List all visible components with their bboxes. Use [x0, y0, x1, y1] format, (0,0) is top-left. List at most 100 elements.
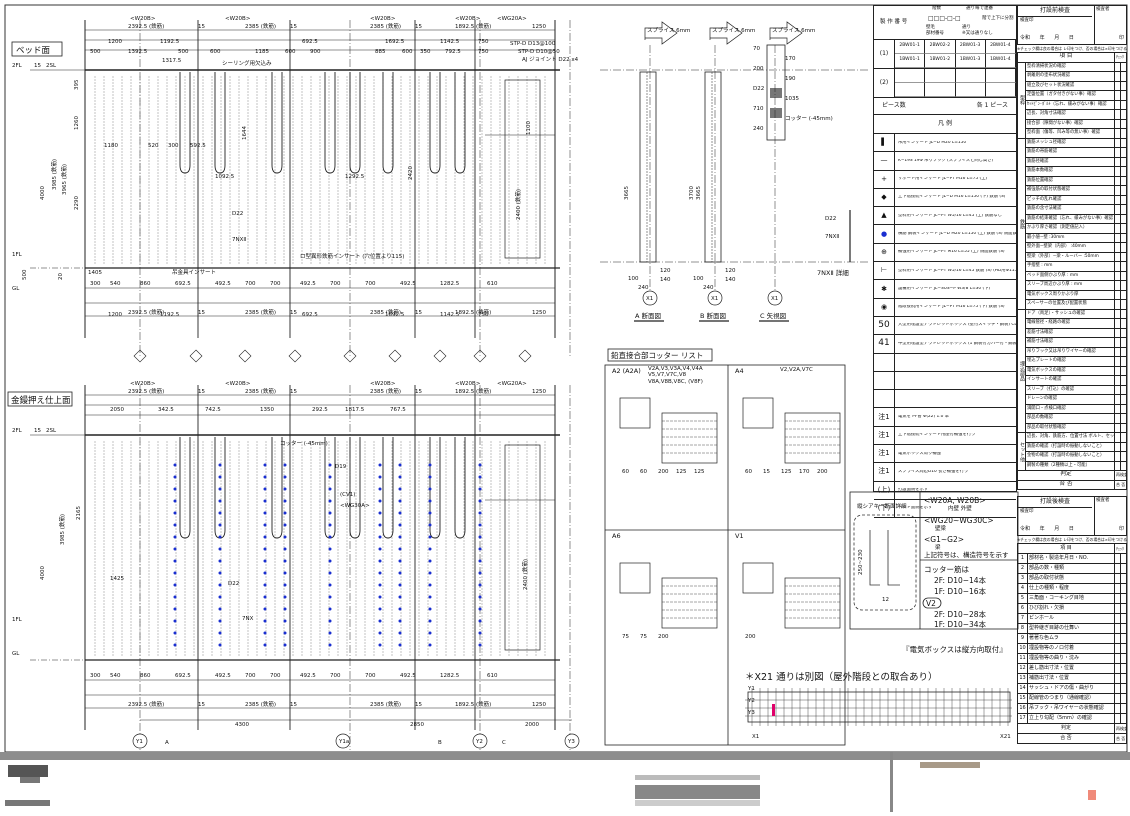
insert-marker — [173, 499, 177, 503]
table-row: 最小値−壁 :30mm — [1018, 232, 1127, 243]
check-box[interactable] — [1120, 451, 1127, 462]
check-box[interactable] — [1120, 118, 1127, 129]
check-box[interactable] — [1120, 356, 1127, 367]
check-box[interactable] — [1120, 90, 1127, 101]
code-format: □□□-□-□ — [928, 15, 961, 22]
redacted-block — [635, 775, 760, 780]
cotter-dimension: 125 — [781, 469, 792, 475]
reinspection-value[interactable]: 合 否 — [1114, 733, 1127, 744]
plan-note: 吊金具インサート — [172, 268, 216, 276]
check-box[interactable] — [1120, 653, 1127, 664]
check-box[interactable] — [1120, 137, 1127, 148]
insert-marker — [378, 631, 382, 635]
insert-marker — [398, 559, 402, 563]
check-box[interactable] — [1120, 337, 1127, 348]
check-box[interactable] — [1120, 185, 1127, 196]
check-box[interactable] — [1120, 289, 1127, 300]
check-box[interactable] — [1120, 109, 1127, 120]
check-box[interactable] — [1120, 194, 1127, 205]
check-box[interactable] — [1120, 346, 1127, 357]
check-box[interactable] — [1120, 280, 1127, 291]
member-code: 1BW01-2 — [925, 54, 956, 68]
check-box[interactable] — [1120, 128, 1127, 139]
check-box[interactable] — [1120, 613, 1127, 624]
member-code: 1BW01-3 — [955, 54, 986, 68]
check-box[interactable] — [1120, 563, 1127, 574]
inspection-before-header: 打設前検査 検査者 検査印 令和 年 月 日 印 — [1017, 5, 1127, 45]
note-line: <W20A, W20B> — [924, 496, 986, 505]
insert-marker — [173, 523, 177, 527]
check-box[interactable] — [1120, 318, 1127, 329]
insert-marker — [263, 595, 267, 599]
insert-marker — [218, 511, 222, 515]
check-box[interactable] — [1120, 663, 1127, 674]
check-box[interactable] — [1120, 703, 1127, 714]
check-box[interactable] — [1120, 147, 1127, 158]
check-box[interactable] — [1120, 223, 1127, 234]
check-box[interactable] — [1120, 270, 1127, 281]
dimension-label: 750 — [478, 49, 489, 55]
check-box[interactable] — [1120, 213, 1127, 224]
verdict-value[interactable]: 合 否 — [1017, 479, 1115, 490]
insert-marker — [378, 463, 382, 467]
check-box[interactable] — [1120, 693, 1127, 704]
verdict-value[interactable]: 合 否 — [1017, 733, 1115, 744]
check-box[interactable] — [1120, 403, 1127, 414]
check-box[interactable] — [1120, 242, 1127, 253]
insert-marker — [328, 571, 332, 575]
check-box[interactable] — [1120, 299, 1127, 310]
check-box[interactable] — [1120, 623, 1127, 634]
table-row: 電気ボックス周りかぶり厚 — [1018, 289, 1127, 300]
check-box[interactable] — [1120, 633, 1127, 644]
check-box[interactable] — [1120, 432, 1127, 443]
cotter-shape — [784, 412, 841, 464]
check-box[interactable] — [1120, 204, 1127, 215]
check-box[interactable] — [1120, 375, 1127, 386]
insert-marker — [378, 475, 382, 479]
check-box[interactable] — [1120, 603, 1127, 614]
check-item: 補筋寸法確認 — [1025, 337, 1115, 348]
check-box[interactable] — [1120, 365, 1127, 376]
item-number: 8 — [1017, 623, 1028, 634]
lifting-hook — [382, 437, 394, 539]
splice-label: スプライス 6mm — [712, 27, 755, 34]
check-box[interactable] — [1120, 232, 1127, 243]
section-dimension: 100 — [693, 276, 704, 282]
insert-marker — [218, 571, 222, 575]
check-box[interactable] — [1120, 175, 1127, 186]
check-box[interactable] — [1120, 441, 1127, 452]
check-box[interactable] — [1120, 673, 1127, 684]
check-box[interactable] — [1120, 713, 1127, 724]
legend-text: 設備用インサート JL−SUS−P W3/8 L=30 (下) — [898, 286, 991, 291]
check-box[interactable] — [1120, 261, 1127, 272]
check-box[interactable] — [1120, 394, 1127, 405]
table-row: 鉄筋位置確認 — [1018, 175, 1127, 186]
reinspection-value[interactable]: 合 否 — [1114, 479, 1127, 490]
check-box[interactable] — [1120, 583, 1127, 594]
check-box[interactable] — [1120, 413, 1127, 424]
check-box[interactable] — [1120, 573, 1127, 584]
check-box[interactable] — [1120, 593, 1127, 604]
check-box[interactable] — [1120, 80, 1127, 91]
legend-text: 大型用埋設型アウトレットボックス (壁付スイッチ・鋼製) CDO−5A50K — [898, 323, 1016, 328]
check-box[interactable] — [1120, 384, 1127, 395]
check-box[interactable] — [1120, 460, 1127, 471]
check-box[interactable] — [1120, 156, 1127, 167]
check-box[interactable] — [1120, 683, 1127, 694]
check-box[interactable] — [1120, 553, 1127, 564]
check-box[interactable] — [1120, 99, 1127, 110]
dimension-label: 500 — [178, 49, 189, 55]
check-box[interactable] — [1120, 308, 1127, 319]
check-box[interactable] — [1120, 61, 1127, 72]
check-box[interactable] — [1120, 71, 1127, 82]
check-box[interactable] — [1120, 251, 1127, 262]
check-box[interactable] — [1120, 422, 1127, 433]
cotter-hatch — [770, 88, 782, 98]
table-row: 補筋寸法確認 — [1018, 337, 1127, 348]
redacted-block — [20, 777, 40, 783]
check-box[interactable] — [1120, 327, 1127, 338]
check-box[interactable] — [1120, 643, 1127, 654]
check-box[interactable] — [1120, 166, 1127, 177]
